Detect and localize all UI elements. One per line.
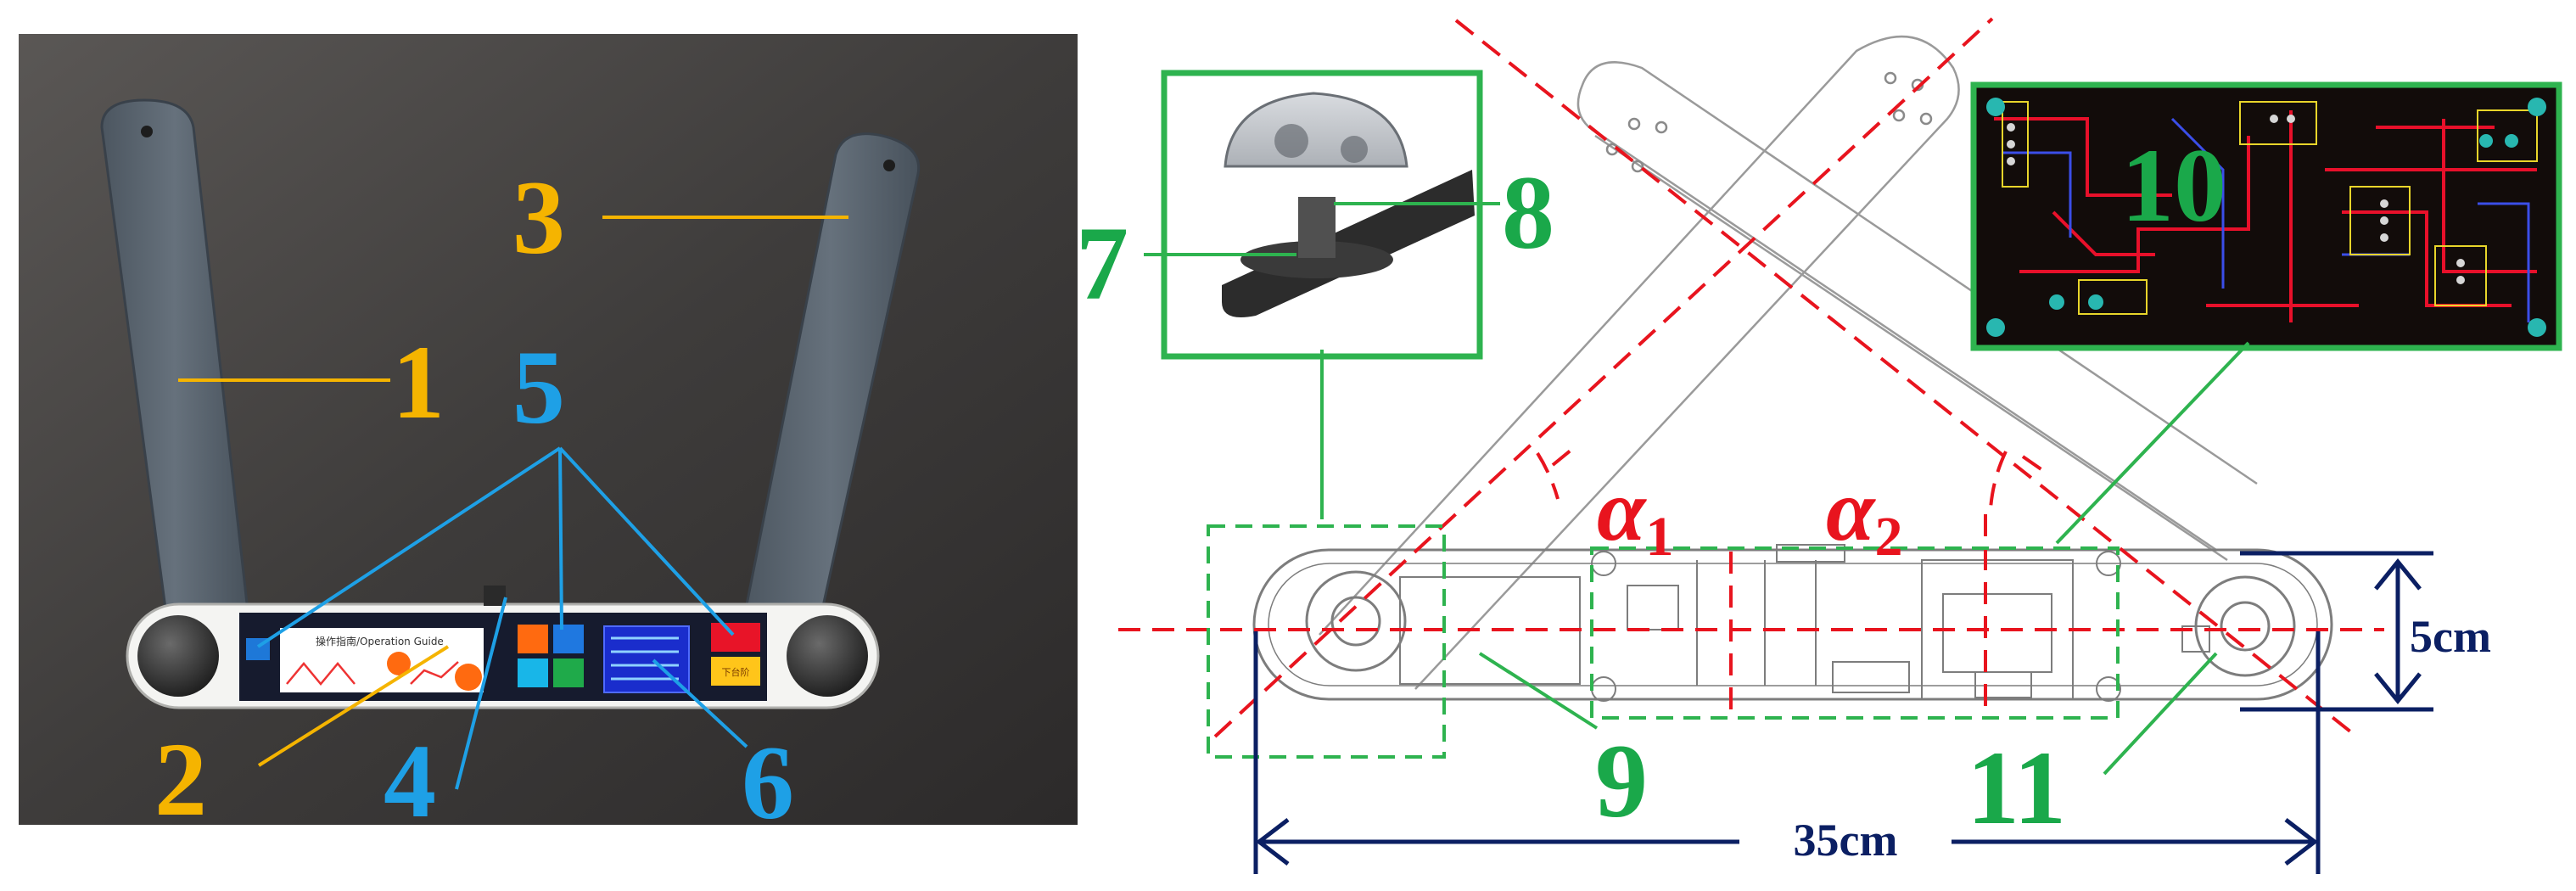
label-1: 1 (392, 324, 445, 440)
blue-button (553, 625, 584, 653)
pcb-pads (2007, 115, 2465, 284)
right-knob (787, 615, 868, 697)
cyan-button (518, 658, 548, 687)
left-arm (100, 98, 249, 630)
label-3: 3 (512, 160, 565, 276)
dimension-length (1253, 631, 2321, 874)
render-base-plate (1240, 241, 1393, 278)
guide-card (280, 628, 484, 692)
inset-pcb (1970, 81, 2562, 545)
label-9: 9 (1595, 723, 1648, 839)
angle-alpha-1: α1 (1597, 462, 1674, 568)
leader-11 (2103, 652, 2218, 776)
label-10: 10 (2121, 127, 2226, 244)
width-dimension-label: 5cm (2410, 611, 2491, 662)
right-arm (741, 132, 921, 647)
orange-button (518, 625, 548, 653)
orange-indicator-1 (387, 652, 411, 675)
dimension-width (2240, 551, 2433, 712)
length-dimension-label: 35cm (1794, 815, 1898, 866)
device-photo: 操作指南/Operation Guide 下台阶 (19, 34, 1078, 841)
label-2: 2 (154, 721, 207, 838)
red-button (711, 623, 760, 652)
render-post (1298, 197, 1336, 258)
left-knob (137, 615, 219, 697)
pcb-outlines (2002, 101, 2538, 315)
angle-2-symbol: α (1826, 462, 1876, 559)
angle-2-subscript: 2 (1875, 506, 1903, 568)
arm-holes (1605, 71, 1933, 173)
green-dashed-boxes (1207, 524, 2120, 759)
yellow-button (711, 657, 760, 686)
leaders-5 (256, 446, 735, 648)
leader-2 (257, 645, 450, 767)
connector-inset-2 (2055, 341, 2250, 545)
angle-1-subscript: 1 (1646, 506, 1674, 568)
label-7: 7 (1076, 205, 1128, 322)
technical-drawing: 7 8 9 10 11 α1 α2 5cm 35cm (1076, 17, 2562, 874)
leader-4 (455, 597, 507, 790)
green-button (553, 658, 584, 687)
pcb-mount-holes (1986, 98, 2546, 337)
red-reference-lines (1118, 17, 2384, 740)
inset-sensor-render (1144, 70, 1500, 519)
orange-indicator-2 (455, 664, 482, 691)
angle-1-symbol: α (1597, 462, 1647, 559)
label-5: 5 (512, 329, 565, 446)
yellow-button-text: 下台阶 (722, 666, 750, 678)
panel-guide-text: 操作指南/Operation Guide (316, 635, 444, 647)
label-6: 6 (742, 725, 794, 841)
label-8: 8 (1502, 154, 1554, 271)
usb-port (484, 586, 506, 606)
base-unit: 操作指南/Operation Guide 下台阶 (126, 586, 880, 709)
base-outline (1252, 544, 2333, 702)
leader-6 (652, 658, 748, 748)
angle-alpha-2: α2 (1826, 462, 1903, 568)
label-11: 11 (1967, 730, 2066, 846)
leader-9 (1478, 652, 1599, 730)
label-4: 4 (384, 723, 436, 839)
